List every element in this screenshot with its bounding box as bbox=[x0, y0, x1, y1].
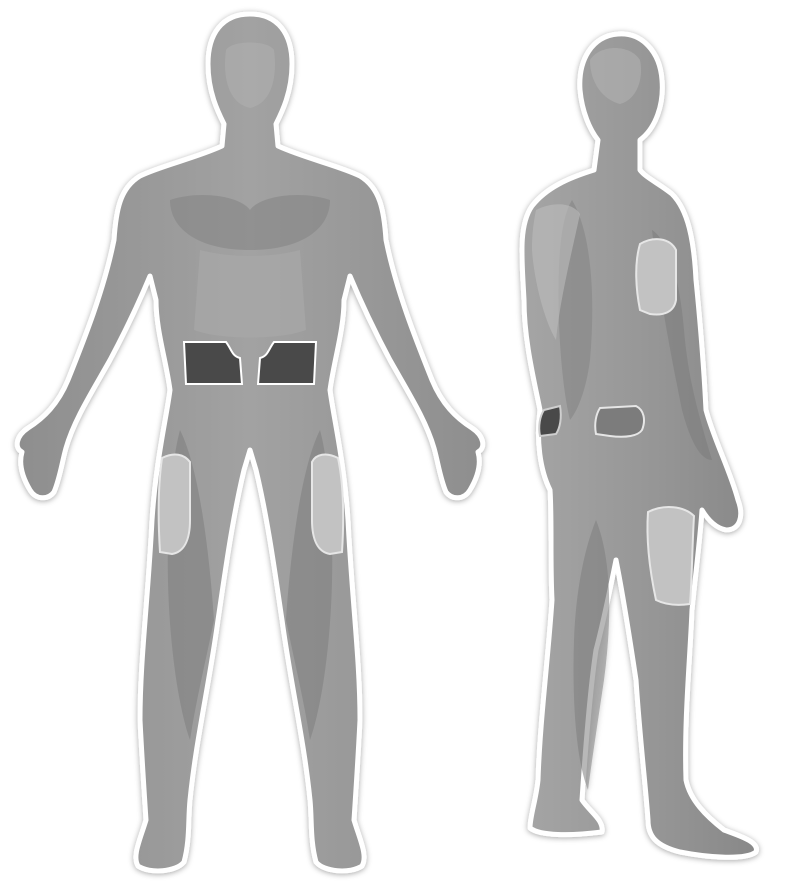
front-body-silhouette bbox=[17, 14, 483, 871]
front-abdomen-shade bbox=[194, 250, 306, 338]
zone-lower-back-right bbox=[595, 406, 644, 437]
back-body-silhouette bbox=[522, 34, 757, 857]
zone-thigh-right-front bbox=[159, 455, 190, 554]
back-figure bbox=[522, 34, 757, 857]
zone-upper-arm-back bbox=[636, 239, 676, 314]
zone-thigh-left-front bbox=[312, 455, 343, 554]
zone-thigh-back bbox=[647, 507, 694, 605]
front-figure bbox=[17, 14, 483, 871]
